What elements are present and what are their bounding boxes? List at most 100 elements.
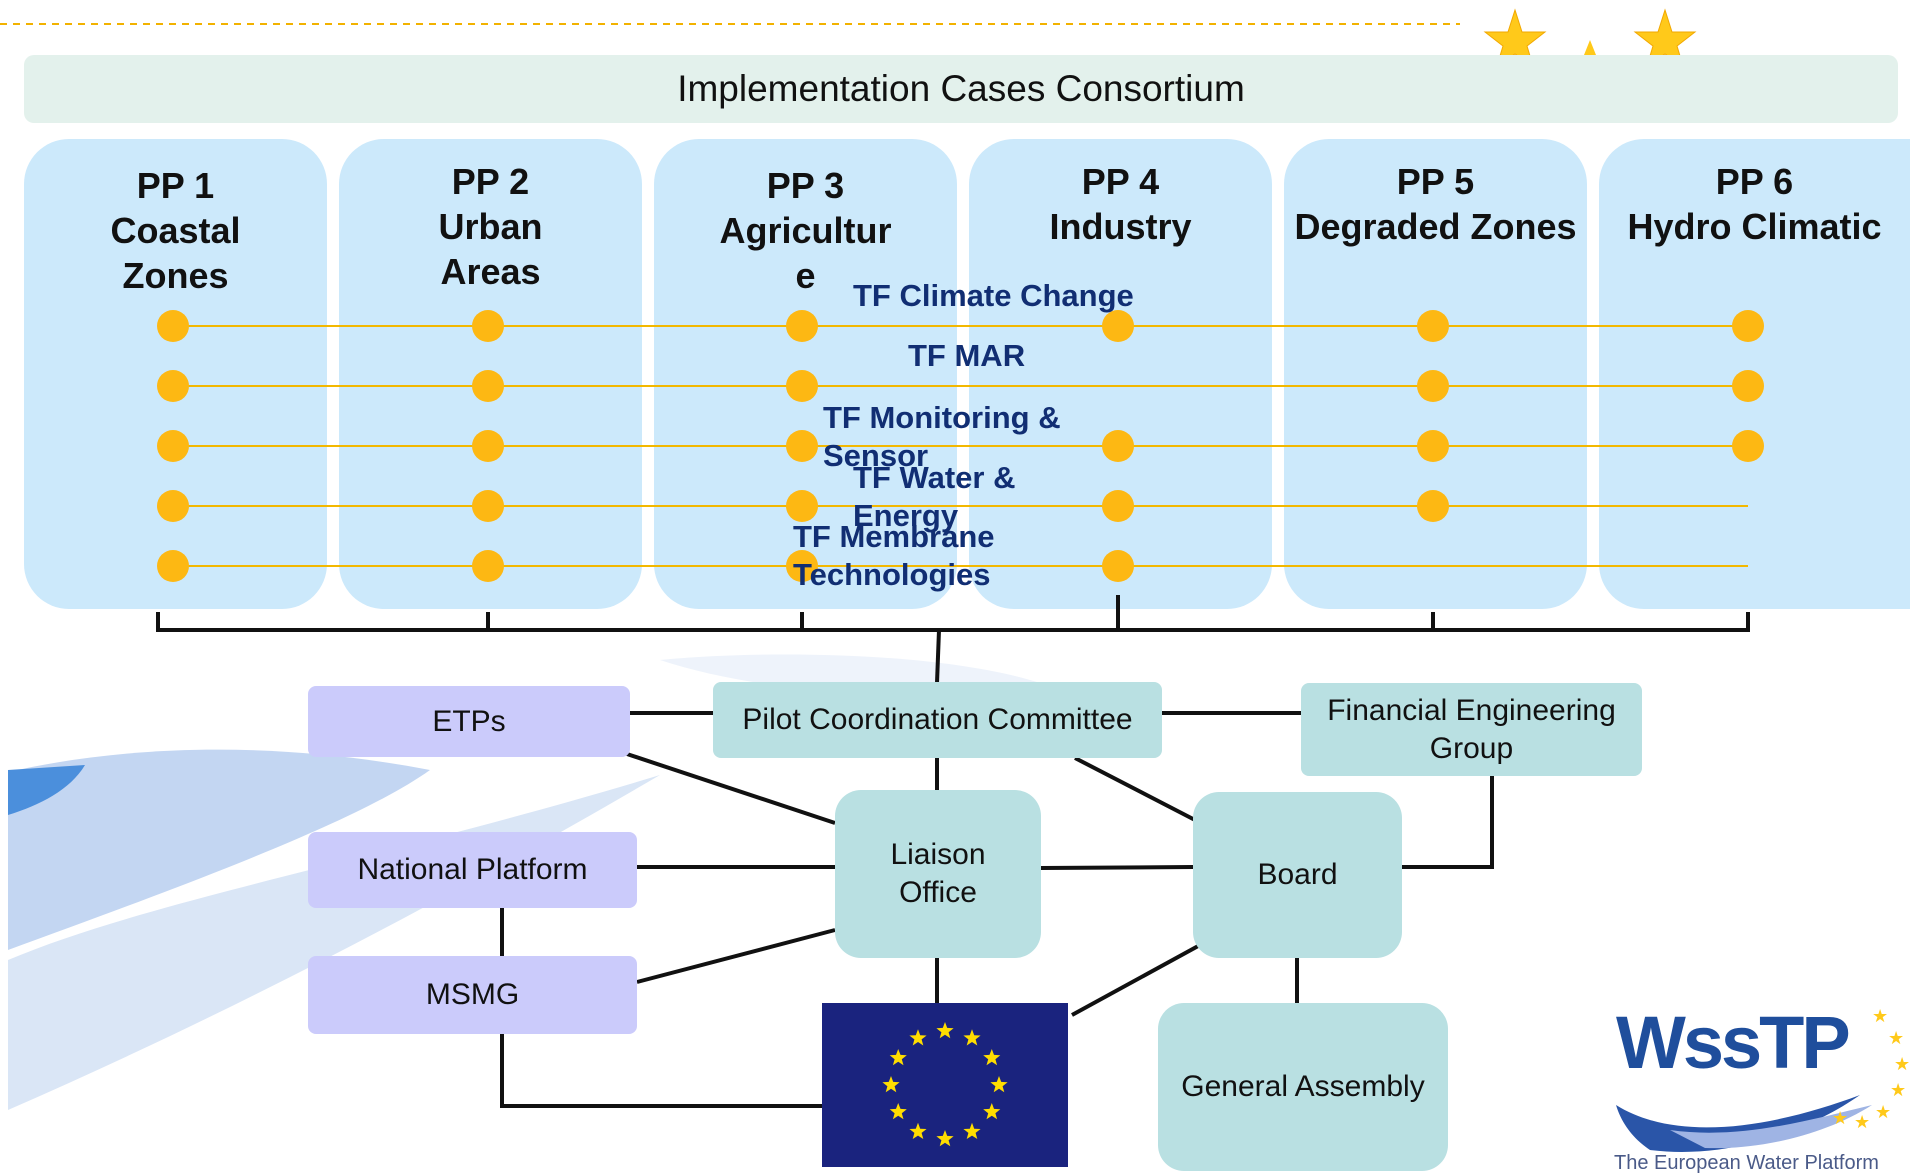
pilot-name: Hydro Climatic <box>1627 206 1882 247</box>
liaison-board-link <box>1040 865 1194 870</box>
pilot-panel-pp4: PP 4 Industry <box>969 139 1272 609</box>
pilot-code: PP 1 <box>136 165 215 206</box>
svg-text:★: ★ <box>1890 1080 1906 1101</box>
box-label-line: Group <box>1429 731 1514 765</box>
eu-star-icon <box>983 1103 1001 1120</box>
eu-star-icon <box>889 1103 907 1120</box>
task-force-participation-dot <box>1417 490 1449 522</box>
pilot-bus-line <box>156 612 1750 632</box>
box-label-line: Office <box>899 876 977 909</box>
box-label-line: Financial Engineering <box>1327 693 1616 727</box>
task-force-participation-dot <box>1102 430 1134 462</box>
svg-text:★: ★ <box>1872 1006 1888 1027</box>
task-force-participation-dot <box>472 430 504 462</box>
consortium-header: Implementation Cases Consortium <box>24 55 1898 123</box>
pilot-name: Urban <box>438 206 543 247</box>
svg-text:★: ★ <box>1832 1108 1848 1129</box>
task-force-participation-dot <box>1732 370 1764 402</box>
tf-label-line: Sensor <box>823 438 929 473</box>
pilot-name: Degraded Zones <box>1294 206 1577 247</box>
eu-star-icon <box>882 1076 900 1093</box>
task-force-participation-dot <box>157 490 189 522</box>
svg-text:★: ★ <box>1875 1102 1891 1123</box>
eu-star-icon <box>909 1122 927 1139</box>
msmg-liaison-link <box>636 928 836 984</box>
financial-engineering-group-box: Financial Engineering Group <box>1301 683 1642 776</box>
pilot-name: Zones <box>122 255 229 296</box>
task-force-participation-dot <box>157 310 189 342</box>
pilot-code: PP 5 <box>1396 161 1475 202</box>
eu-star-icon <box>909 1029 927 1046</box>
logo-tagline: The European Water Platform <box>1614 1152 1879 1174</box>
logo-wave-icon: ★ ★ ★ ★ ★ ★ ★ <box>1616 1006 1910 1152</box>
tf-label-mar: TF MAR <box>908 337 1025 375</box>
task-force-participation-dot <box>786 490 818 522</box>
task-force-participation-dot <box>157 370 189 402</box>
msmg-box: MSMG <box>308 956 637 1034</box>
pilot-code: PP 3 <box>766 165 845 206</box>
msmg-eu-link <box>500 1034 822 1108</box>
pilot-code: PP 2 <box>451 161 530 202</box>
task-force-participation-dot <box>1102 310 1134 342</box>
task-force-participation-dot <box>786 370 818 402</box>
eu-flag-stars <box>882 1022 1008 1147</box>
task-force-participation-dot <box>157 550 189 582</box>
task-force-participation-dot <box>1417 430 1449 462</box>
bus-to-committee-line <box>935 629 941 684</box>
national-platform-box: National Platform <box>308 832 637 908</box>
eu-board-link <box>1071 943 1201 1017</box>
task-force-participation-dot <box>472 490 504 522</box>
tf-label-line: TF MAR <box>908 338 1026 373</box>
pilot-name: Agricultur <box>719 210 892 251</box>
task-force-participation-dot <box>1732 310 1764 342</box>
logo-wordmark: WssTP <box>1616 1001 1851 1084</box>
task-force-participation-dot <box>786 310 818 342</box>
tf-label-line: Technologies <box>793 557 991 592</box>
svg-text:★: ★ <box>1854 1112 1870 1133</box>
task-force-participation-dot <box>786 430 818 462</box>
tf-label-line: TF Climate Change <box>853 278 1134 313</box>
tf-label-monitoring-sensor: TF Monitoring & Sensor <box>823 399 1061 475</box>
etps-liaison-link <box>626 752 836 825</box>
task-force-participation-dot <box>472 550 504 582</box>
board-finance-link <box>1402 776 1494 869</box>
wsstp-logo: WssTP ★ ★ ★ ★ ★ ★ ★ The European Water P… <box>1610 1000 1910 1175</box>
eu-star-icon <box>963 1122 981 1139</box>
box-label-line: Liaison <box>890 838 986 871</box>
task-force-participation-dot <box>1102 490 1134 522</box>
eu-flag <box>822 1003 1068 1167</box>
eu-star-icon <box>936 1130 954 1147</box>
eu-star-icon <box>983 1049 1001 1066</box>
tf-label-water-energy: TF Water & Energy <box>853 459 1015 535</box>
task-force-participation-dot <box>1732 430 1764 462</box>
tf-label-line: TF Monitoring & <box>823 400 1061 435</box>
task-force-participation-dot <box>157 430 189 462</box>
task-force-participation-dot <box>1102 550 1134 582</box>
svg-text:★: ★ <box>1888 1028 1904 1049</box>
eu-star-icon <box>889 1049 907 1066</box>
tf-label-line: TF Membrane <box>793 519 995 554</box>
pilot-name: Areas <box>440 251 541 292</box>
pilot-name: Coastal <box>110 210 241 251</box>
pilot-coordination-committee-box: Pilot Coordination Committee <box>713 682 1162 758</box>
eu-star-icon <box>936 1022 954 1039</box>
task-force-participation-dot <box>472 310 504 342</box>
pilot-name: Industry <box>1049 206 1192 247</box>
eu-star-icon <box>963 1029 981 1046</box>
pilot-name: e <box>795 255 816 296</box>
pilot-code: PP 6 <box>1715 161 1794 202</box>
tf-label-line: TF Water & <box>853 460 1016 495</box>
liaison-office-box: Liaison Office <box>835 790 1041 958</box>
task-force-participation-dot <box>472 370 504 402</box>
tf-label-membrane-technologies: TF Membrane Technologies <box>793 518 995 594</box>
etps-box: ETPs <box>308 686 630 757</box>
pilot-code: PP 4 <box>1081 161 1160 202</box>
svg-text:★: ★ <box>1894 1054 1910 1075</box>
tf-label-line: Energy <box>853 498 959 533</box>
committee-board-link <box>1074 756 1196 822</box>
tf-label-climate-change: TF Climate Change <box>853 277 1134 315</box>
general-assembly-box: General Assembly <box>1158 1003 1448 1171</box>
board-box: Board <box>1193 792 1402 958</box>
task-force-participation-dot <box>786 550 818 582</box>
